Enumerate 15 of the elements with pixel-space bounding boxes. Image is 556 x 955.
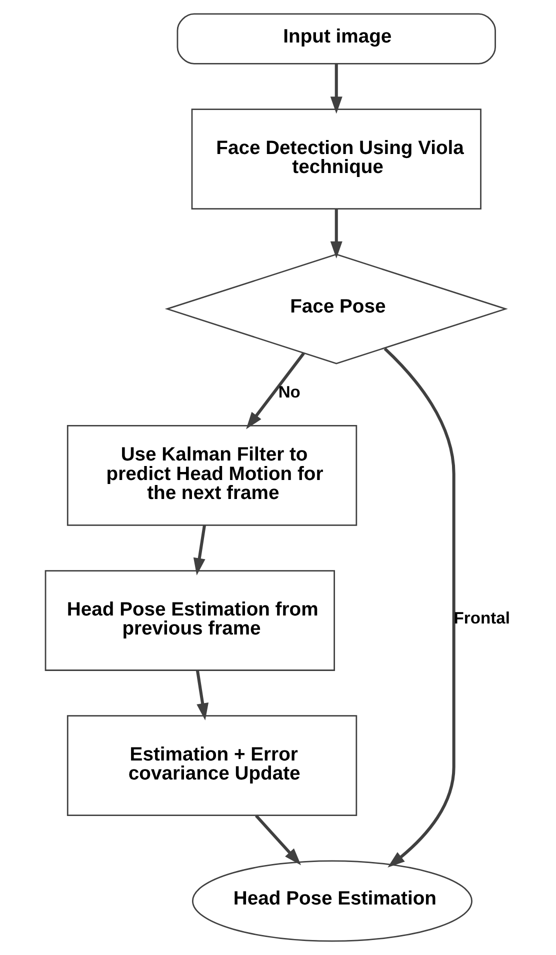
arrow [384, 348, 456, 868]
node-box: Input image [176, 13, 496, 64]
node-box: Use Kalman Filter to predict Head Motion for the next frame [66, 425, 358, 526]
arrow [254, 814, 302, 866]
node-ellipse: Head Pose Estimation [192, 860, 472, 942]
node-diamond: Face Pose [164, 254, 508, 364]
node-box: Head Pose Estimation from previous frame [44, 570, 335, 671]
arrow [330, 209, 342, 259]
arrow [330, 64, 342, 114]
node-box: Estimation + Error covariance Update [66, 715, 358, 816]
arrow [193, 525, 206, 576]
node-box: Face Detection Using Viola technique [191, 108, 482, 210]
arrow [246, 352, 305, 430]
edge-label: No [278, 382, 300, 402]
arrow [196, 670, 209, 720]
